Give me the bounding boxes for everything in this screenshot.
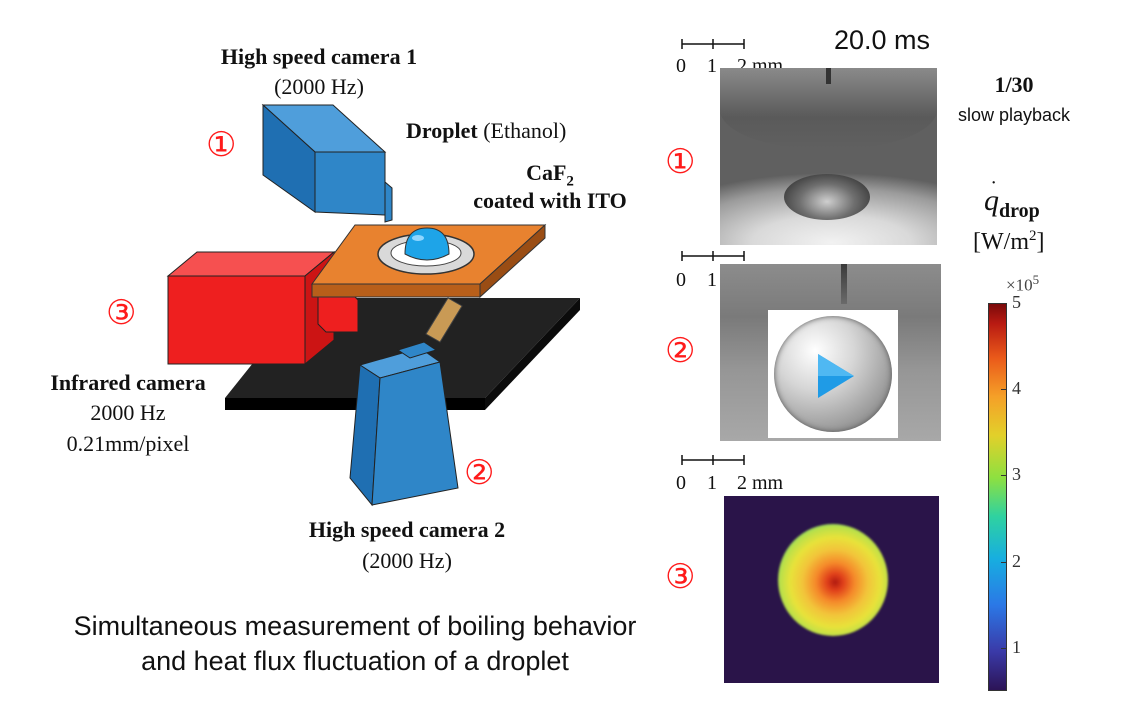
colorbar-tick-mark [1001, 303, 1006, 304]
colorbar-tick-mark [1001, 475, 1006, 477]
camera2-needle [841, 264, 847, 304]
substrate-label-line2: coated with ITO [473, 188, 627, 213]
colorbar-gradient [988, 303, 1007, 691]
colorbar-tick-label: 4 [1012, 378, 1021, 399]
substrate-label-line1: CaF2 [526, 160, 574, 190]
scale-bar-3-tick-2: 2 mm [737, 472, 784, 494]
play-button[interactable] [768, 310, 898, 438]
panel-marker-2: ② [665, 331, 696, 371]
colorbar-unit-sup: 2 [1028, 228, 1037, 244]
diagram-marker-3: ③ [106, 293, 137, 333]
caption-line2: and heat flux fluctuation of a droplet [141, 646, 569, 676]
camera2-lens [396, 341, 438, 359]
substrate-caf: CaF [526, 160, 567, 185]
camera1-rate: (2000 Hz) [274, 74, 364, 99]
scale-bar-3-tick-1: 1 [707, 472, 717, 494]
colorbar-tick-label: 2 [1012, 550, 1021, 571]
camera1-needle [826, 68, 831, 84]
droplet-highlight [412, 235, 424, 241]
setup-diagram [166, 103, 580, 507]
camera2-rate: (2000 Hz) [362, 548, 452, 573]
camera2-side [371, 361, 459, 506]
colorbar-multiplier-base: ×10 [1006, 275, 1033, 295]
scale-bar-2-tick-0: 0 [676, 269, 686, 291]
scale-bar-1-tick-1: 1 [707, 55, 717, 77]
scale-bar-2 [681, 251, 745, 261]
colorbar-tick-mark [1001, 561, 1006, 563]
ir-camera-rate: 2000 Hz [90, 400, 166, 425]
colorbar-tick-mark [1001, 647, 1006, 649]
scale-bar-1-tick-0: 0 [676, 55, 686, 77]
scale-bar-2-tick-1: 1 [707, 269, 717, 291]
diagram-marker-2: ② [464, 453, 495, 493]
heat-flux-map-panel [724, 496, 939, 683]
droplet-label: Droplet (Ethanol) [406, 118, 566, 144]
playback-rate: 1/30 [994, 72, 1034, 97]
video-timestamp: 20.0 ms [834, 25, 931, 55]
colorbar-tick-mark [1001, 389, 1006, 391]
play-button-icon[interactable] [774, 316, 892, 432]
colorbar-tick-label: 3 [1012, 464, 1021, 485]
base-stage-side [485, 298, 580, 410]
scale-bar-3-tick-0: 0 [676, 472, 686, 494]
panel-marker-1: ① [665, 142, 696, 182]
ir-camera-resolution: 0.21mm/pixel [66, 431, 190, 456]
colorbar-unit-open: [W/m [973, 229, 1029, 255]
plate-side [479, 223, 546, 299]
droplet [404, 227, 450, 261]
camera1-droplet [784, 174, 870, 220]
diagram-marker-1: ① [206, 125, 237, 165]
droplet-label-rest: (Ethanol) [477, 118, 567, 143]
colorbar-symbol: ˙ qdrop [984, 176, 1040, 223]
colorbar-symbol-q: q [984, 184, 999, 217]
ir-camera-front [167, 275, 306, 365]
colorbar-multiplier-exp: 5 [1032, 272, 1040, 287]
camera1-image-panel [720, 68, 937, 245]
play-button-disc[interactable] [774, 316, 892, 432]
colorbar-symbol-dot: ˙ [990, 176, 998, 201]
ir-camera-title: Infrared camera [50, 370, 206, 395]
colorbar-tick-label: 5 [1012, 292, 1021, 312]
camera2-title: High speed camera 2 [308, 517, 506, 542]
colorbar-multiplier: ×105 [1006, 272, 1039, 296]
camera1-side [314, 151, 386, 216]
colorbar-symbol-sub: drop [999, 200, 1040, 222]
colorbar-unit-close: ] [1036, 229, 1045, 255]
scale-bar-1 [681, 39, 745, 49]
camera1-title: High speed camera 1 [220, 44, 418, 69]
colorbar-unit: [W/m2] [973, 228, 1044, 256]
caption-line1: Simultaneous measurement of boiling beha… [73, 611, 637, 641]
substrate-caf-subscript: 2 [566, 173, 574, 190]
colorbar-tick-label: 1 [1012, 636, 1021, 657]
ir-camera-lens [317, 291, 359, 333]
droplet-label-bold: Droplet [406, 118, 478, 143]
heat-flux-spot [778, 524, 888, 636]
playback-text: slow playback [957, 105, 1071, 125]
camera1-lens [384, 180, 393, 223]
plate-front [311, 283, 481, 298]
scale-bar-3 [681, 455, 745, 465]
mirror [425, 297, 463, 343]
panel-marker-3: ③ [665, 557, 696, 597]
